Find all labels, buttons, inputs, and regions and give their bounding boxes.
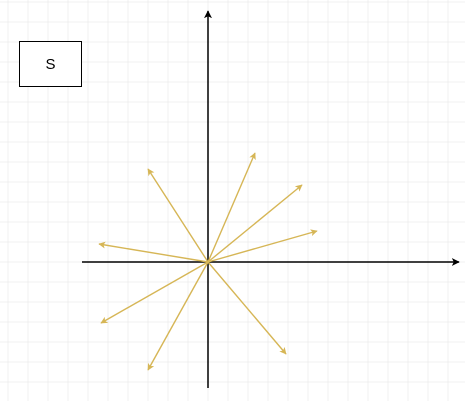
vector-arrow bbox=[207, 184, 303, 263]
vector-arrow bbox=[147, 168, 209, 263]
vector-arrow bbox=[147, 261, 209, 371]
set-label-box[interactable]: S bbox=[19, 41, 82, 87]
vector-group bbox=[98, 152, 318, 371]
set-label-text: S bbox=[45, 55, 56, 73]
vector-arrow bbox=[100, 261, 209, 324]
vector-arrow bbox=[207, 229, 318, 263]
vector-arrow bbox=[207, 261, 287, 355]
vector-arrow bbox=[207, 152, 256, 263]
vector-arrow bbox=[98, 241, 209, 263]
